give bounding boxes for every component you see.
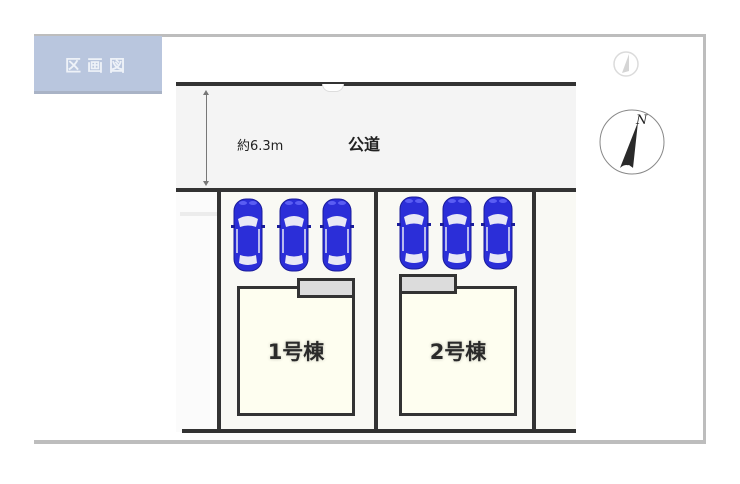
house-1-entrance-porch bbox=[297, 278, 355, 298]
road-name-label: 公道 bbox=[348, 135, 381, 154]
public-road bbox=[176, 84, 576, 189]
house-2-entrance-porch bbox=[399, 274, 457, 294]
parking-car-icon bbox=[277, 198, 311, 272]
north-label: N bbox=[635, 113, 648, 128]
road-width-dimension-arrow bbox=[203, 90, 209, 186]
lot-boundary-right bbox=[532, 190, 536, 432]
lot-boundary-middle bbox=[374, 190, 378, 432]
road-edge-top bbox=[176, 82, 576, 86]
adjacent-strip-line bbox=[180, 212, 218, 216]
parking-car-icon bbox=[397, 196, 431, 270]
faint-compass-icon bbox=[613, 51, 639, 77]
title-label: 区画図 bbox=[64, 55, 131, 75]
parking-car-icon bbox=[481, 196, 515, 270]
parking-car-icon bbox=[440, 196, 474, 270]
house-1-label: 1号棟 bbox=[267, 340, 325, 364]
parking-car-icon bbox=[231, 198, 265, 272]
parking-car-icon bbox=[320, 198, 354, 272]
house-1-footprint: 1号棟 bbox=[237, 286, 355, 416]
adjacent-strip bbox=[176, 192, 218, 432]
house-2-footprint: 2号棟 bbox=[399, 286, 517, 416]
lot1-boundary-bottom bbox=[182, 429, 376, 433]
lot2-boundary-bottom bbox=[374, 429, 576, 433]
north-arrow-icon: N bbox=[599, 109, 665, 175]
house-2-label: 2号棟 bbox=[429, 340, 487, 364]
road-width-label: 約6.3m bbox=[237, 139, 284, 154]
site-plan-title-tab: 区画図 bbox=[34, 36, 162, 94]
lot-boundary-left bbox=[217, 190, 221, 432]
